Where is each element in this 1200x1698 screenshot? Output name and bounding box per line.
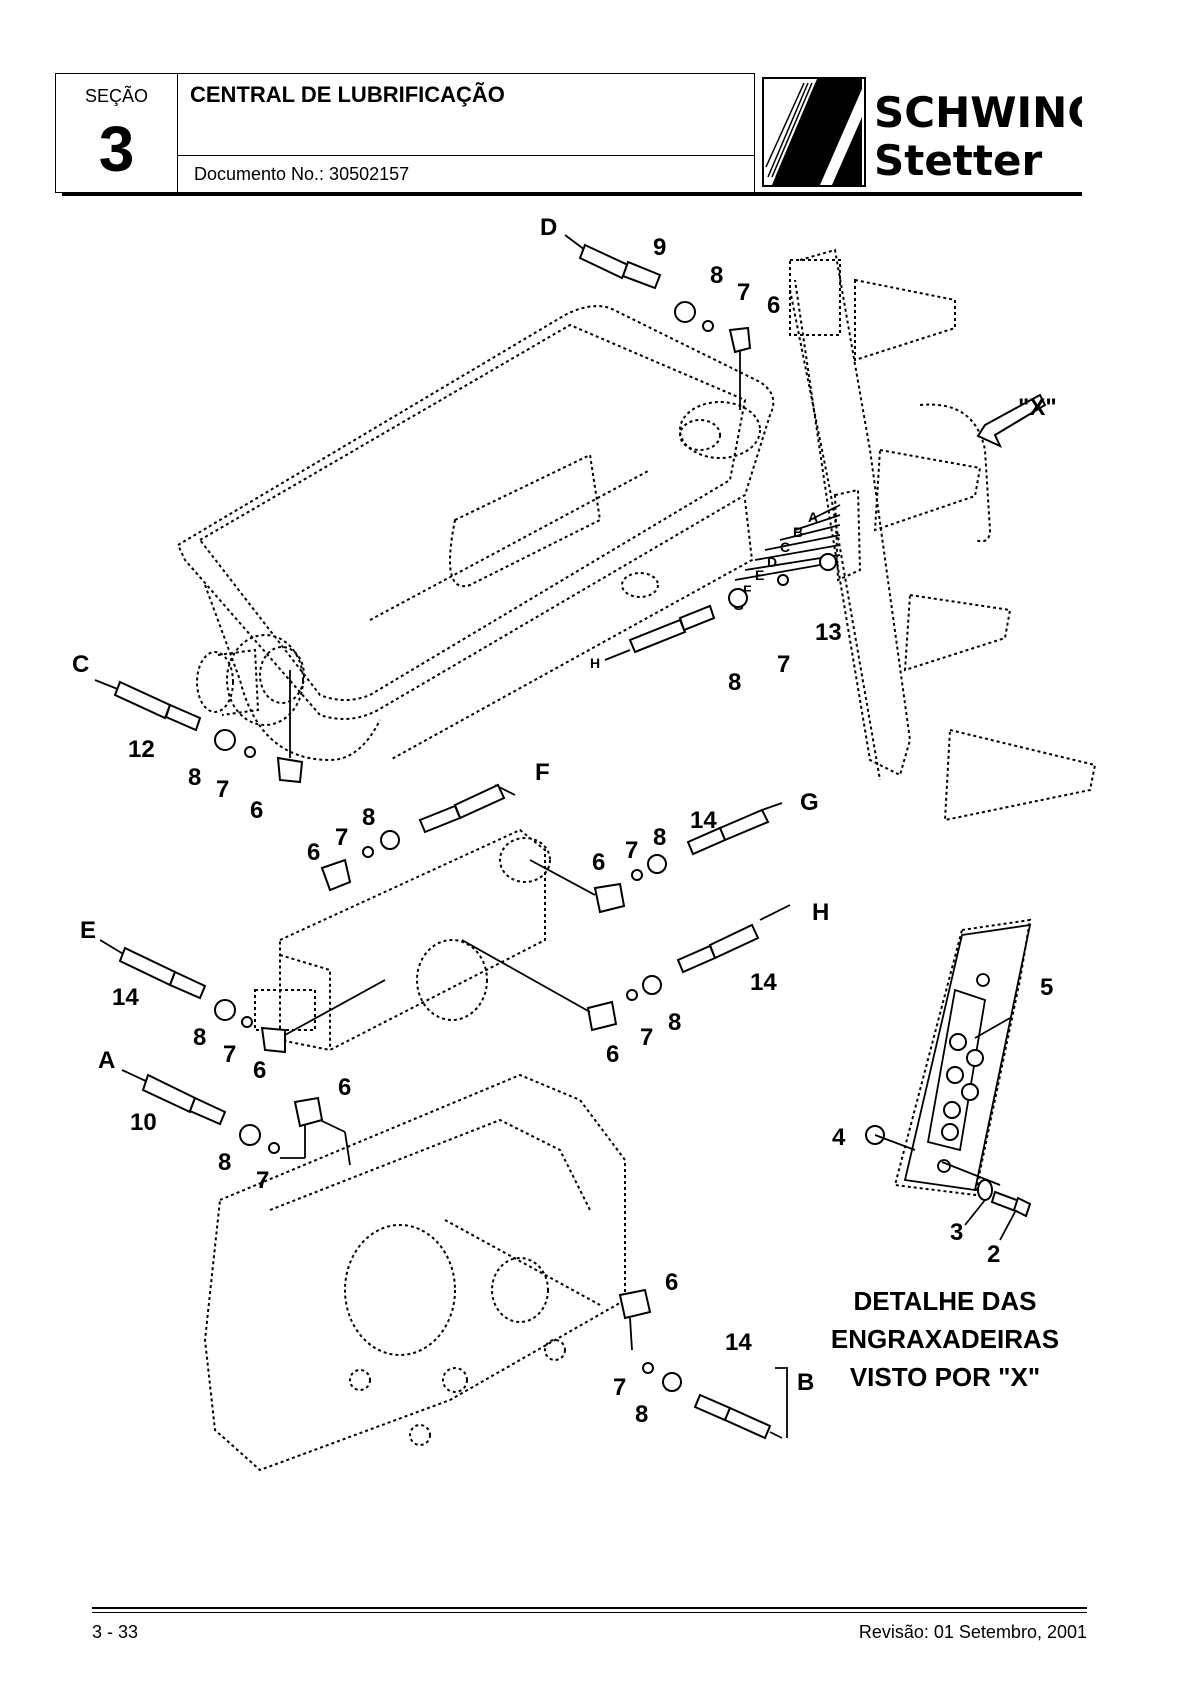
line-h-assembly [604, 553, 837, 661]
part-8-h2: 8 [668, 1009, 681, 1036]
part-6-f: 6 [307, 839, 320, 866]
document-number: Documento No.: 30502157 [194, 164, 410, 184]
part-6-e: 6 [253, 1057, 266, 1084]
frame-outline [203, 1073, 626, 1472]
bolt-assembly [865, 1125, 1032, 1241]
section-label: SEÇÃO [84, 86, 149, 106]
manifold-letter-f: F [743, 582, 752, 598]
part-8-f: 8 [362, 804, 375, 831]
letter-g: G [800, 789, 819, 816]
line-a-assembly [121, 1069, 351, 1166]
view-label: "X" [1018, 394, 1057, 421]
part-7-d: 7 [737, 279, 750, 306]
hopper-outline [176, 305, 775, 762]
schwing-stetter-logo: SCHWING Stetter [762, 77, 1082, 187]
part-6-g: 6 [592, 849, 605, 876]
part-14-g: 14 [690, 807, 717, 834]
footer-rule [92, 1607, 1087, 1609]
letter-h: H [812, 899, 829, 926]
part-4: 4 [832, 1124, 846, 1151]
letter-a: A [98, 1047, 115, 1074]
part-13: 13 [815, 619, 842, 646]
manifold-lines [734, 488, 862, 582]
letter-h-small: H [590, 655, 600, 671]
cylinder-block [254, 828, 551, 1052]
part-7-e: 7 [223, 1041, 236, 1068]
letter-b: B [797, 1369, 814, 1396]
part-7-h2: 7 [640, 1024, 653, 1051]
part-8-a: 8 [218, 1149, 231, 1176]
part-8-e: 8 [193, 1024, 206, 1051]
line-g-assembly [529, 802, 783, 914]
line-f-assembly [320, 783, 516, 892]
part-3: 3 [950, 1219, 963, 1246]
part-7-c: 7 [216, 776, 229, 803]
line-e-assembly [99, 939, 386, 1054]
brand-line2: Stetter [874, 136, 1042, 185]
revision-date: Revisão: 01 Setembro, 2001 [858, 1622, 1087, 1642]
lubrication-diagram: "X" A B C D E F G D 9 8 7 6 H 8 7 [72, 214, 1097, 1472]
line-b-assembly [618, 1288, 788, 1440]
part-7-h: 7 [777, 651, 790, 678]
part-6-c: 6 [250, 797, 263, 824]
part-8-c: 8 [188, 764, 201, 791]
letter-f: F [535, 759, 550, 786]
manifold-letter-b: B [793, 524, 803, 540]
grease-nipple-plate [893, 918, 1032, 1197]
manifold-letter-a: A [808, 509, 818, 525]
manifold-letter-e: E [755, 567, 764, 583]
part-7-b: 7 [613, 1374, 626, 1401]
part-8-g: 8 [653, 824, 666, 851]
line-d-assembly [564, 234, 752, 410]
part-2: 2 [987, 1241, 1000, 1268]
page-title: CENTRAL DE LUBRIFICAÇÃO [190, 82, 505, 107]
part-7-a: 7 [256, 1167, 269, 1194]
detail-caption-2: ENGRAXADEIRAS [831, 1324, 1059, 1354]
letter-c: C [72, 651, 89, 678]
brand-line1: SCHWING [874, 88, 1082, 137]
line-h2-assembly [461, 904, 791, 1032]
part-8-d: 8 [710, 262, 723, 289]
manifold-letter-d: D [767, 554, 777, 570]
part-9: 9 [653, 234, 666, 261]
detail-caption-1: DETALHE DAS [854, 1286, 1037, 1316]
page-number: 3 - 33 [92, 1622, 139, 1642]
part-8-h: 8 [728, 669, 741, 696]
part-6-h2: 6 [606, 1041, 619, 1068]
section-cell: SEÇÃO 3 [56, 74, 178, 192]
part-14-b: 14 [725, 1329, 752, 1356]
letter-d: D [540, 214, 557, 241]
part-6-b: 6 [665, 1269, 678, 1296]
header-rule [62, 192, 1082, 196]
part-14-h: 14 [750, 969, 777, 996]
letter-e: E [80, 917, 96, 944]
part-7-f: 7 [335, 824, 348, 851]
part-8-b: 8 [635, 1401, 648, 1428]
section-number: 3 [98, 113, 135, 185]
part-6-d: 6 [767, 292, 780, 319]
hopper-shaft [196, 634, 305, 726]
part-10: 10 [130, 1109, 157, 1136]
manifold-letter-c: C [780, 539, 790, 555]
detail-caption-3: VISTO POR "X" [850, 1362, 1040, 1392]
header-box: SEÇÃO 3 CENTRAL DE LUBRIFICAÇÃO Document… [55, 73, 755, 193]
part-14-e: 14 [112, 984, 139, 1011]
part-12: 12 [128, 736, 155, 763]
line-c-assembly [94, 670, 304, 784]
title-cell: CENTRAL DE LUBRIFICAÇÃO [178, 74, 754, 156]
part-5: 5 [1040, 974, 1053, 1001]
footer-rule-thin [92, 1612, 1087, 1613]
view-arrow-icon [976, 393, 1047, 449]
part-6-a: 6 [338, 1074, 351, 1101]
part-7-g: 7 [625, 837, 638, 864]
